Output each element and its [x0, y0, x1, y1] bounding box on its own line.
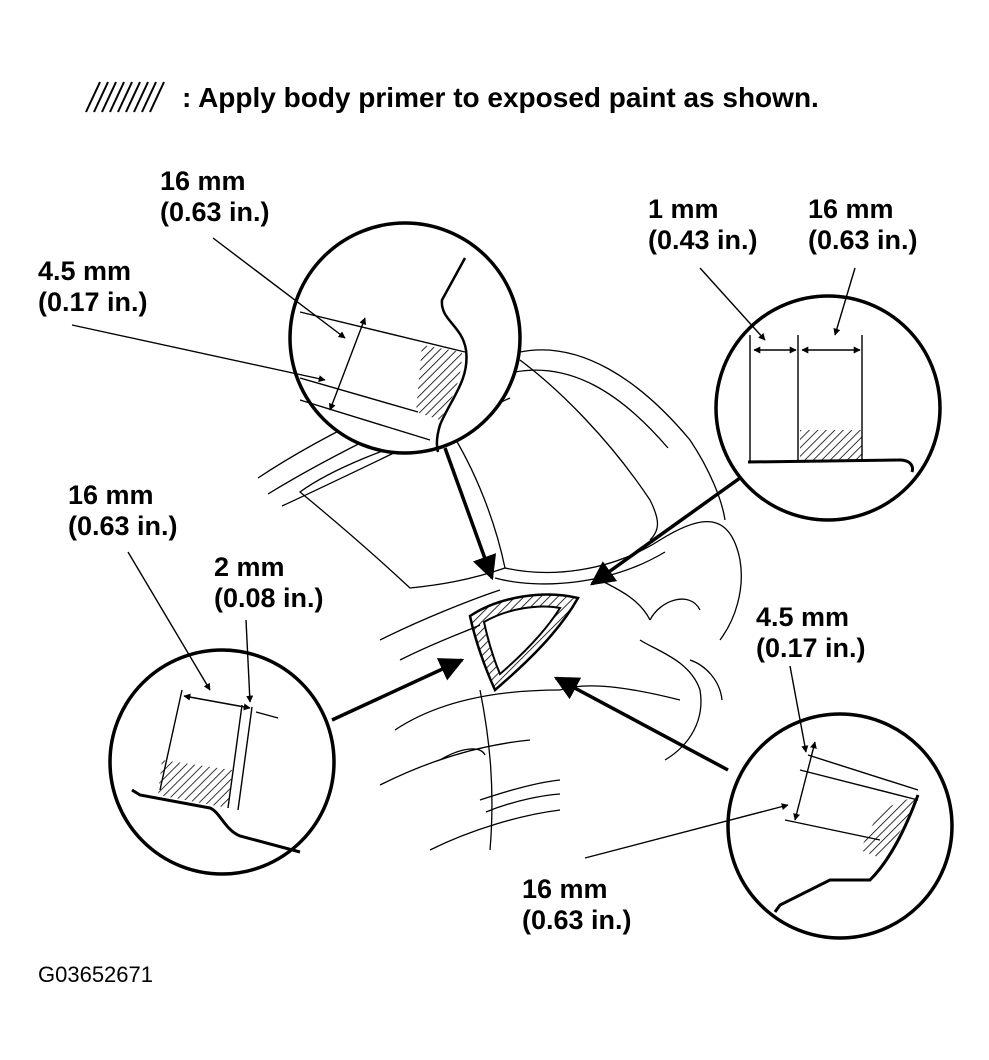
dimension-in: (0.17 in.) — [38, 287, 148, 317]
dimension-in: (0.63 in.) — [160, 197, 270, 227]
dimension-in: (0.08 in.) — [214, 583, 324, 613]
dimension-in: (0.63 in.) — [68, 511, 178, 541]
legend-text: : Apply body primer to exposed paint as … — [182, 82, 819, 113]
label-bottom-right-upper: 4.5 mm (0.17 in.) — [756, 602, 866, 664]
dimension-mm: 4.5 mm — [38, 256, 132, 286]
legend-hatch-swatch — [85, 81, 165, 113]
detail-circle-bottom-left — [108, 648, 336, 876]
detail-circle-top-right — [714, 294, 942, 522]
dimension-mm: 16 mm — [68, 480, 154, 510]
label-top-right-right: 16 mm (0.63 in.) — [808, 194, 918, 256]
dimension-mm: 16 mm — [808, 194, 894, 224]
dimension-mm: 4.5 mm — [756, 602, 850, 632]
label-top-left-upper: 16 mm (0.63 in.) — [160, 166, 270, 228]
figure-id: G03652671 — [38, 962, 153, 987]
pointer-arrows — [331, 447, 742, 772]
dimension-in: (0.63 in.) — [808, 225, 918, 255]
dimension-in: (0.43 in.) — [648, 225, 758, 255]
dimension-mm: 16 mm — [160, 166, 246, 196]
detail-circle-bottom-right — [726, 712, 954, 940]
label-bottom-left-outer: 16 mm (0.63 in.) — [68, 480, 178, 542]
label-top-right-left: 1 mm (0.43 in.) — [648, 194, 758, 256]
detail-circle-top-left — [288, 221, 522, 455]
label-top-left-lower: 4.5 mm (0.17 in.) — [38, 256, 148, 318]
dimension-mm: 2 mm — [214, 552, 285, 582]
label-bottom-left-inner: 2 mm (0.08 in.) — [214, 552, 324, 614]
quarter-window-frame — [468, 593, 580, 693]
dimension-mm: 16 mm — [522, 874, 608, 904]
dimension-in: (0.17 in.) — [756, 633, 866, 663]
leader-lines — [71, 237, 856, 859]
dimension-in: (0.63 in.) — [522, 905, 632, 935]
label-bottom-right-lower: 16 mm (0.63 in.) — [522, 874, 632, 936]
legend-caption: : Apply body primer to exposed paint as … — [182, 82, 819, 113]
dimension-mm: 1 mm — [648, 194, 719, 224]
